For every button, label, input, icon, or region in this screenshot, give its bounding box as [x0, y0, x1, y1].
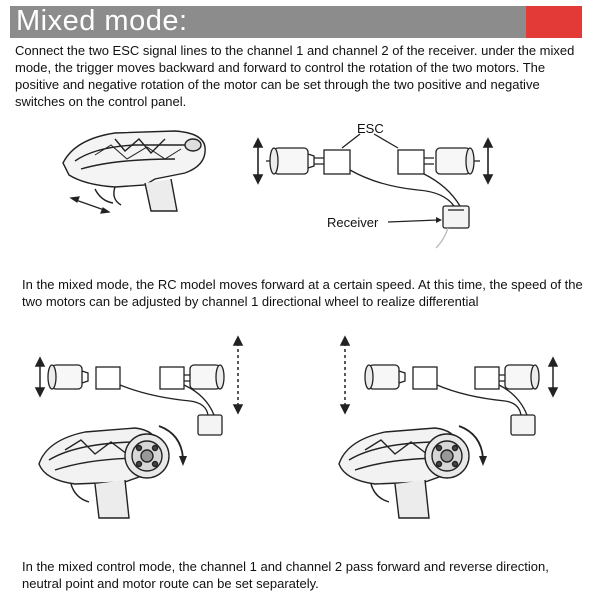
- transmitter-wheel-right-icon: [338, 425, 487, 519]
- receiver-label: Receiver: [327, 215, 379, 230]
- header-bar: [10, 6, 582, 38]
- esc-label: ESC: [357, 121, 384, 136]
- forward-speed-paragraph: In the mixed mode, the RC model moves fo…: [22, 277, 583, 309]
- intro-paragraph: Connect the two ESC signal lines to the …: [15, 43, 575, 109]
- section-title: Mixed mode:: [16, 5, 188, 37]
- transmitter-trigger-icon: [62, 130, 206, 214]
- header-accent-block: [526, 6, 582, 38]
- transmitter-wheel-left-icon: [38, 425, 187, 519]
- differential-right-wiring-diagram: [339, 335, 559, 436]
- dual-motor-wiring-diagram: [252, 133, 494, 249]
- separate-setting-paragraph: In the mixed control mode, the channel 1…: [22, 559, 549, 591]
- differential-left-wiring-diagram: [34, 335, 244, 436]
